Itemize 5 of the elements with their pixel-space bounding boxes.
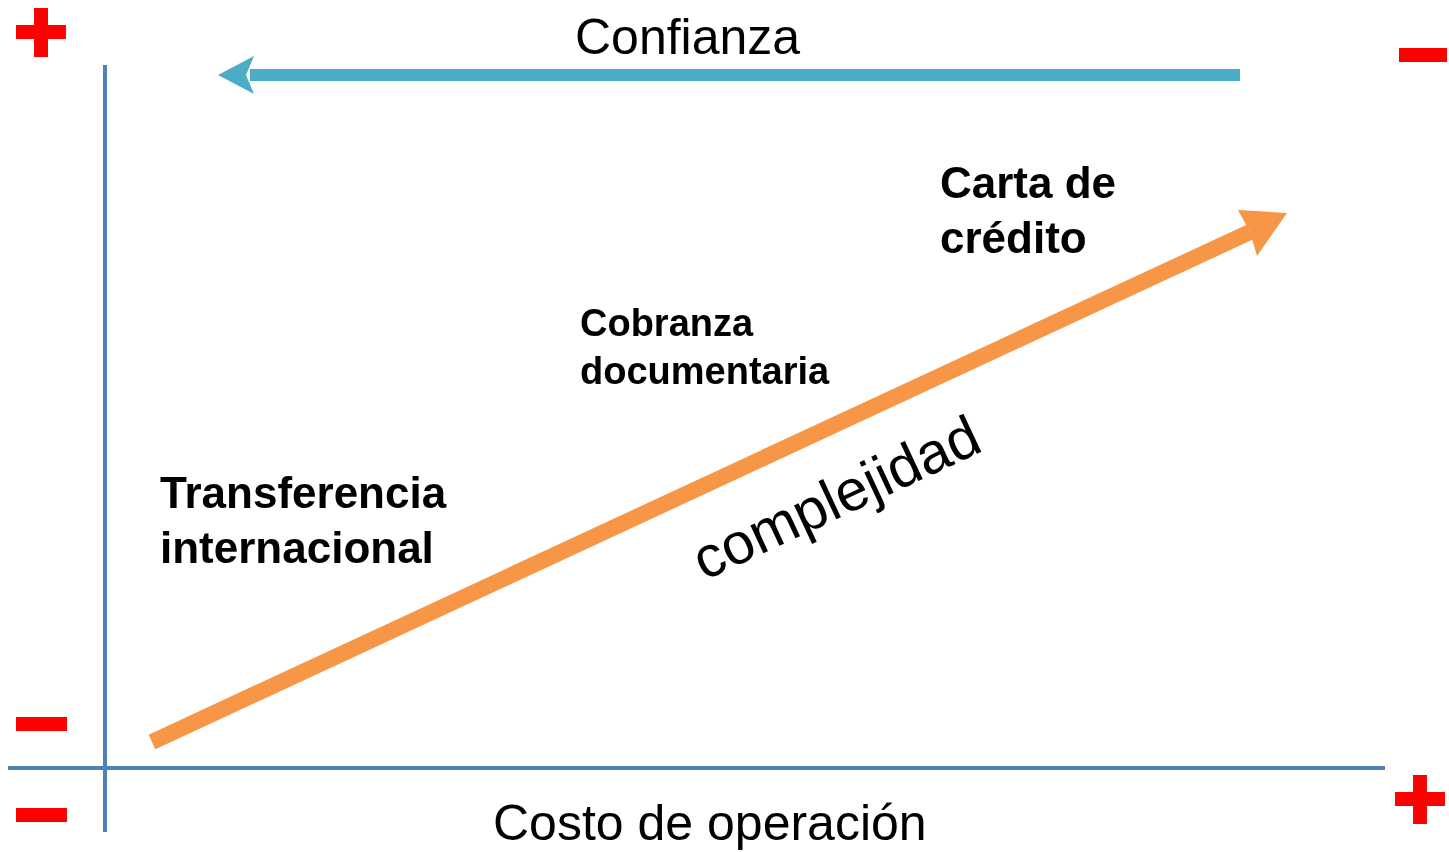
axis-title: Costo de operación — [493, 794, 928, 852]
method-label: Cobranza documentaria — [580, 301, 831, 394]
axis-title: Confianza — [575, 8, 802, 67]
method-label: Carta de crédito — [940, 157, 1118, 264]
method-label: Transferencia internacional — [160, 467, 448, 574]
